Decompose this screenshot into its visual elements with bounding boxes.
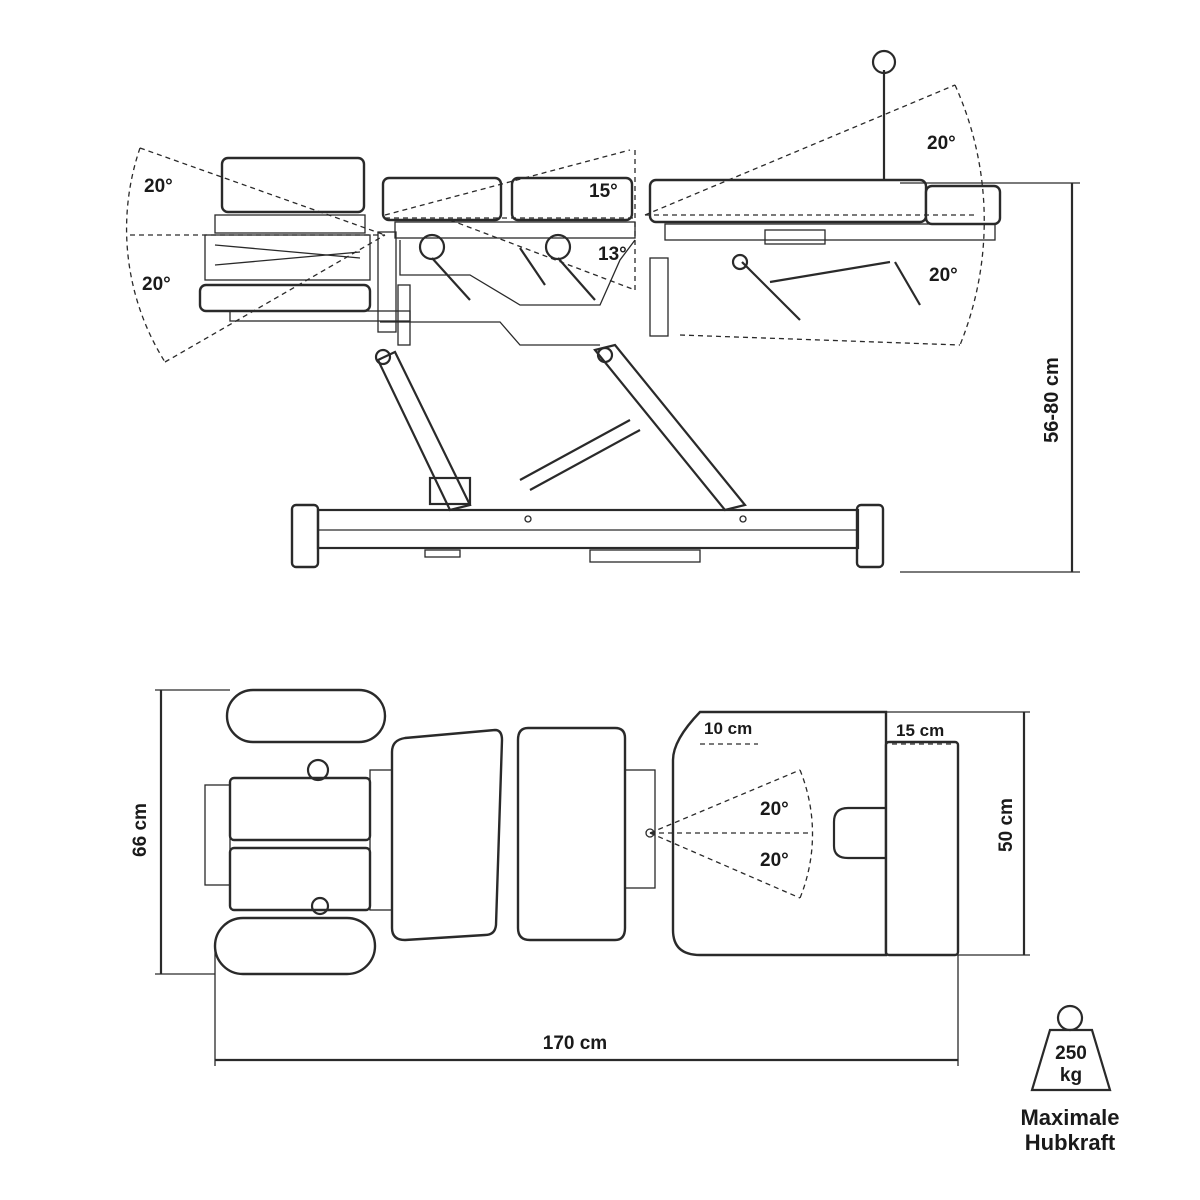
post-ball xyxy=(871,49,897,75)
swivel-pivot-icon xyxy=(645,828,655,838)
thoracic-pad-top xyxy=(390,728,504,942)
pivot-icon xyxy=(596,346,614,364)
offset-a-label: 10 cm xyxy=(704,719,752,738)
head-angle-line-down xyxy=(164,234,386,363)
scissor-arm-right xyxy=(593,343,747,512)
pivot-icon xyxy=(374,348,392,366)
leg-frame xyxy=(664,223,996,241)
motor-box xyxy=(428,476,472,506)
scissor-arm-left xyxy=(376,350,472,512)
scale-strip xyxy=(764,229,826,245)
weight-icon xyxy=(1030,1028,1112,1092)
head-mechanism-top xyxy=(214,214,366,234)
height-range-label: 56-80 cm xyxy=(1041,357,1063,443)
middle-mechanism xyxy=(399,239,636,306)
lumbar-angle-label: 13° xyxy=(598,244,627,265)
head-mech-line xyxy=(214,251,361,266)
thoracic-pad xyxy=(381,176,503,222)
head-bracket xyxy=(229,310,411,322)
swivel-line-right xyxy=(649,832,801,899)
head-angle-line-up xyxy=(139,147,386,236)
lumbar-pad xyxy=(510,176,634,222)
swivel-right-label: 20° xyxy=(760,850,789,871)
knob-icon xyxy=(310,896,330,916)
pivot-icon xyxy=(731,253,749,271)
bolt-icon xyxy=(524,515,532,523)
capacity-caption-line1: Maximale xyxy=(1020,1105,1119,1130)
base-frame xyxy=(316,508,860,550)
capacity-unit: kg xyxy=(1060,1065,1082,1086)
leg-strut xyxy=(769,260,891,284)
foot-pad xyxy=(924,184,1002,226)
lifting-capacity-badge: 250 kg Maximale Hubkraft xyxy=(1020,1004,1120,1155)
base-foot-right xyxy=(855,503,885,569)
column-bracket xyxy=(397,284,411,346)
lift-actuator xyxy=(519,419,631,481)
head-pad-right xyxy=(228,846,372,912)
head-pad-left xyxy=(228,776,372,842)
lever-handle xyxy=(557,257,596,301)
leg-joint-top xyxy=(624,769,656,889)
head-mech-line xyxy=(214,244,361,259)
width-total-label: 66 cm xyxy=(130,803,151,857)
leg-lever xyxy=(741,261,801,321)
lumbar-pad-top xyxy=(516,726,627,942)
lumbar-angle-line xyxy=(449,219,636,291)
base-foot-left xyxy=(290,503,320,569)
head-bracket-top xyxy=(204,784,231,886)
foot-extension-pad xyxy=(884,740,960,957)
armrest-pad-top xyxy=(225,688,387,744)
pad-width-label: 50 cm xyxy=(996,798,1017,852)
thoracic-angle-label: 15° xyxy=(589,181,618,202)
leg-angle-line-up xyxy=(644,84,956,216)
capacity-value: 250 xyxy=(1055,1043,1087,1064)
leg-hinge xyxy=(649,257,669,337)
weight-ring-icon xyxy=(1056,1004,1084,1032)
top-view: 66 cm 50 cm 170 cm 10 cm 15 cm 20° 20° xyxy=(130,688,1030,1066)
swivel-line-left xyxy=(649,769,801,834)
lever-handle xyxy=(519,247,546,286)
swivel-left-label: 20° xyxy=(760,799,789,820)
lift-actuator xyxy=(529,429,641,491)
armrest-pad-bottom xyxy=(213,916,377,976)
leg-angle-up-label: 20° xyxy=(927,133,956,154)
column-plate xyxy=(377,231,397,333)
control-box xyxy=(589,549,701,563)
leg-angle-down-label: 20° xyxy=(929,265,958,286)
side-view: 20° 20° 15° 13° 20° 20° 56-80 cm xyxy=(125,49,1080,573)
leg-lever xyxy=(894,261,921,306)
lever-handle xyxy=(431,257,471,301)
thoracic-angle-line xyxy=(384,149,631,216)
bolt-icon xyxy=(739,515,747,523)
head-angle-arc xyxy=(125,147,166,363)
leg-pad xyxy=(648,178,928,224)
offset-b-label: 15 cm xyxy=(896,721,944,740)
under-frame xyxy=(380,321,600,346)
head-pad-upper xyxy=(220,156,366,214)
leg-angle-line-down xyxy=(679,334,961,346)
middle-frame xyxy=(394,221,636,239)
knob-icon xyxy=(306,758,330,782)
length-total-label: 170 cm xyxy=(543,1033,607,1054)
swivel-arc xyxy=(799,769,814,899)
head-pad-lower xyxy=(198,283,372,313)
leg-pad-slot xyxy=(832,806,886,860)
head-angle-down-label: 20° xyxy=(142,274,171,295)
head-angle-up-label: 20° xyxy=(144,176,173,197)
capacity-caption-line2: Hubkraft xyxy=(1025,1130,1116,1155)
base-bracket xyxy=(424,549,461,558)
